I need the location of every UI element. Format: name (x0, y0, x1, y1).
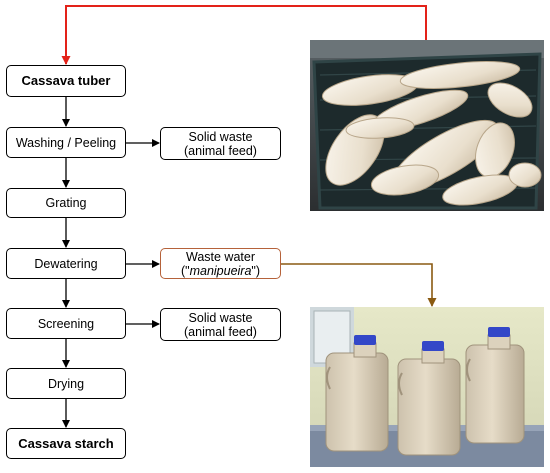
wastewater-arrow (281, 263, 437, 307)
solid-waste-note: (animal feed) (184, 143, 257, 158)
waste-water-label: Waste water (185, 249, 255, 264)
step-screening: Screening (6, 308, 126, 339)
cassava-roots-photo (310, 40, 544, 211)
waste-water-note: ("manipueira") (180, 263, 261, 278)
step-cassava-tuber: Cassava tuber (6, 65, 126, 97)
feedback-arrow (61, 5, 427, 65)
step-grating: Grating (6, 188, 126, 218)
solid-waste-box-1: Solid waste (animal feed) (160, 127, 281, 160)
manipueira-term: manipueira (189, 263, 252, 278)
waste-water-box: Waste water ("manipueira") (160, 248, 281, 279)
solid-waste-label: Solid waste (188, 310, 253, 325)
step-drying: Drying (6, 368, 126, 399)
step-label: Drying (47, 376, 85, 391)
step-label: Screening (37, 316, 95, 331)
step-label: Washing / Peeling (15, 135, 117, 150)
step-dewatering: Dewatering (6, 248, 126, 279)
solid-waste-box-2: Solid waste (animal feed) (160, 308, 281, 341)
step-label: Dewatering (34, 256, 98, 271)
step-washing-peeling: Washing / Peeling (6, 127, 126, 158)
step-label: Cassava starch (18, 435, 114, 451)
step-cassava-starch: Cassava starch (6, 428, 126, 459)
step-label: Cassava tuber (21, 73, 111, 88)
solid-waste-label: Solid waste (188, 129, 253, 144)
step-label: Grating (45, 196, 87, 210)
solid-waste-note: (animal feed) (184, 324, 257, 339)
manipueira-jugs-photo (310, 307, 544, 467)
